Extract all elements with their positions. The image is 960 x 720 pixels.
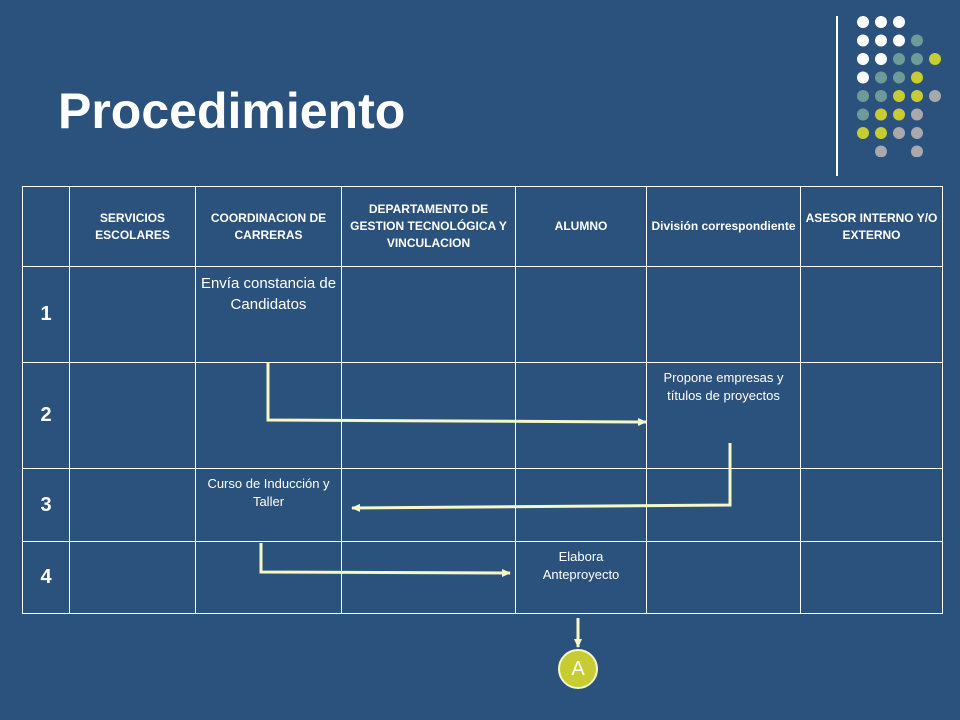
table-header-row: SERVICIOS ESCOLARES COORDINACION DE CARR… — [22, 186, 943, 267]
decorative-dot — [911, 127, 923, 139]
decorative-dot — [911, 53, 923, 65]
decorative-dot — [875, 71, 887, 84]
procedure-table: SERVICIOS ESCOLARES COORDINACION DE CARR… — [22, 186, 943, 614]
decorative-dot — [893, 127, 905, 139]
header-departamento-gestion: DEPARTAMENTO DE GESTION TECNOLÓGICA Y VI… — [341, 186, 516, 267]
decorative-dot — [893, 108, 905, 121]
decorative-dot — [911, 71, 923, 84]
step-propone-empresas: Propone empresas y títulos de proyectos — [646, 362, 801, 469]
table-cell — [800, 541, 943, 614]
table-cell — [646, 266, 801, 363]
header-alumno: ALUMNO — [515, 186, 647, 267]
table-row: 4 Elabora Anteproyecto — [22, 541, 943, 614]
decorative-dot — [875, 16, 887, 28]
decorative-divider — [836, 16, 838, 176]
decorative-dot — [911, 34, 923, 47]
decorative-dot — [893, 34, 905, 47]
decorative-dot — [893, 53, 905, 65]
row-number: 2 — [22, 362, 70, 469]
row-number: 1 — [22, 266, 70, 363]
decorative-dot — [857, 16, 869, 28]
table-row: 3 Curso de Inducción y Taller — [22, 468, 943, 542]
page-title: Procedimiento — [58, 83, 406, 139]
step-curso-induccion: Curso de Inducción y Taller — [195, 468, 342, 542]
connector-label: A — [571, 658, 585, 680]
decorative-dot — [929, 53, 941, 65]
decorative-dot — [857, 127, 869, 139]
decorative-dot — [911, 145, 923, 157]
decorative-dot — [857, 34, 869, 47]
decorative-dot — [893, 71, 905, 84]
header-coordinacion-de-carreras: COORDINACION DE CARRERAS — [195, 186, 342, 267]
decorative-dot — [875, 34, 887, 47]
table-cell — [341, 266, 516, 363]
decorative-dot — [875, 127, 887, 139]
table-cell — [646, 468, 801, 542]
decorative-dot — [875, 108, 887, 121]
step-envia-constancia: Envía constancia de Candidatos — [195, 266, 342, 363]
table-cell — [800, 468, 943, 542]
header-corner-cell — [22, 186, 70, 267]
decorative-dot — [911, 90, 923, 102]
decorative-dot — [875, 90, 887, 102]
table-cell — [69, 541, 196, 614]
decorative-dot — [857, 108, 869, 121]
decorative-dot — [875, 145, 887, 157]
table-cell — [69, 266, 196, 363]
decorative-dot-grid — [857, 16, 941, 157]
table-cell — [341, 541, 516, 614]
table-cell — [800, 266, 943, 363]
table-cell — [646, 541, 801, 614]
decorative-dot — [911, 108, 923, 121]
table-cell — [800, 362, 943, 469]
decorative-dot — [893, 90, 905, 102]
decorative-dot — [875, 53, 887, 65]
table-cell — [69, 468, 196, 542]
table-cell — [195, 541, 342, 614]
decorative-dot — [857, 53, 869, 65]
row-number: 4 — [22, 541, 70, 614]
table-cell — [69, 362, 196, 469]
table-cell — [515, 468, 647, 542]
decorative-dot — [857, 71, 869, 84]
table-cell — [195, 362, 342, 469]
header-servicios-escolares: SERVICIOS ESCOLARES — [69, 186, 196, 267]
table-row: 2 Propone empresas y títulos de proyecto… — [22, 362, 943, 469]
table-cell — [341, 468, 516, 542]
row-number: 3 — [22, 468, 70, 542]
step-elabora-anteproyecto: Elabora Anteproyecto — [515, 541, 647, 614]
decorative-dot — [929, 90, 941, 102]
header-asesor: ASESOR INTERNO Y/O EXTERNO — [800, 186, 943, 267]
table-cell — [341, 362, 516, 469]
table-cell — [515, 266, 647, 363]
table-cell — [515, 362, 647, 469]
table-row: 1 Envía constancia de Candidatos — [22, 266, 943, 363]
decorative-dot — [857, 90, 869, 102]
header-division-correspondiente: División correspondiente — [646, 186, 801, 267]
decorative-dot — [893, 16, 905, 28]
